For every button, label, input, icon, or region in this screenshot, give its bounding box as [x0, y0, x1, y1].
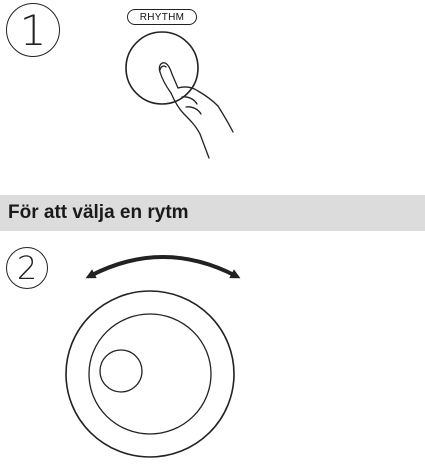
rhythm-button-label-text: RHYTHM	[139, 11, 185, 23]
dial-face	[88, 313, 212, 435]
section-header: För att välja en rytm	[0, 195, 425, 231]
step-number-2-label: 2	[16, 249, 38, 287]
rhythm-button-label: RHYTHM	[127, 9, 197, 25]
section-title: För att välja en rytm	[8, 202, 189, 223]
rotate-arrow-icon	[85, 255, 241, 279]
rhythm-button[interactable]	[125, 31, 199, 105]
rhythm-button-illustration	[125, 31, 234, 159]
step-number-2: 2	[6, 247, 48, 289]
step-number-1-label: 1	[19, 5, 47, 55]
dial-finger-dimple	[99, 349, 143, 393]
pressing-hand-icon	[158, 62, 234, 159]
step-number-1: 1	[6, 3, 60, 57]
